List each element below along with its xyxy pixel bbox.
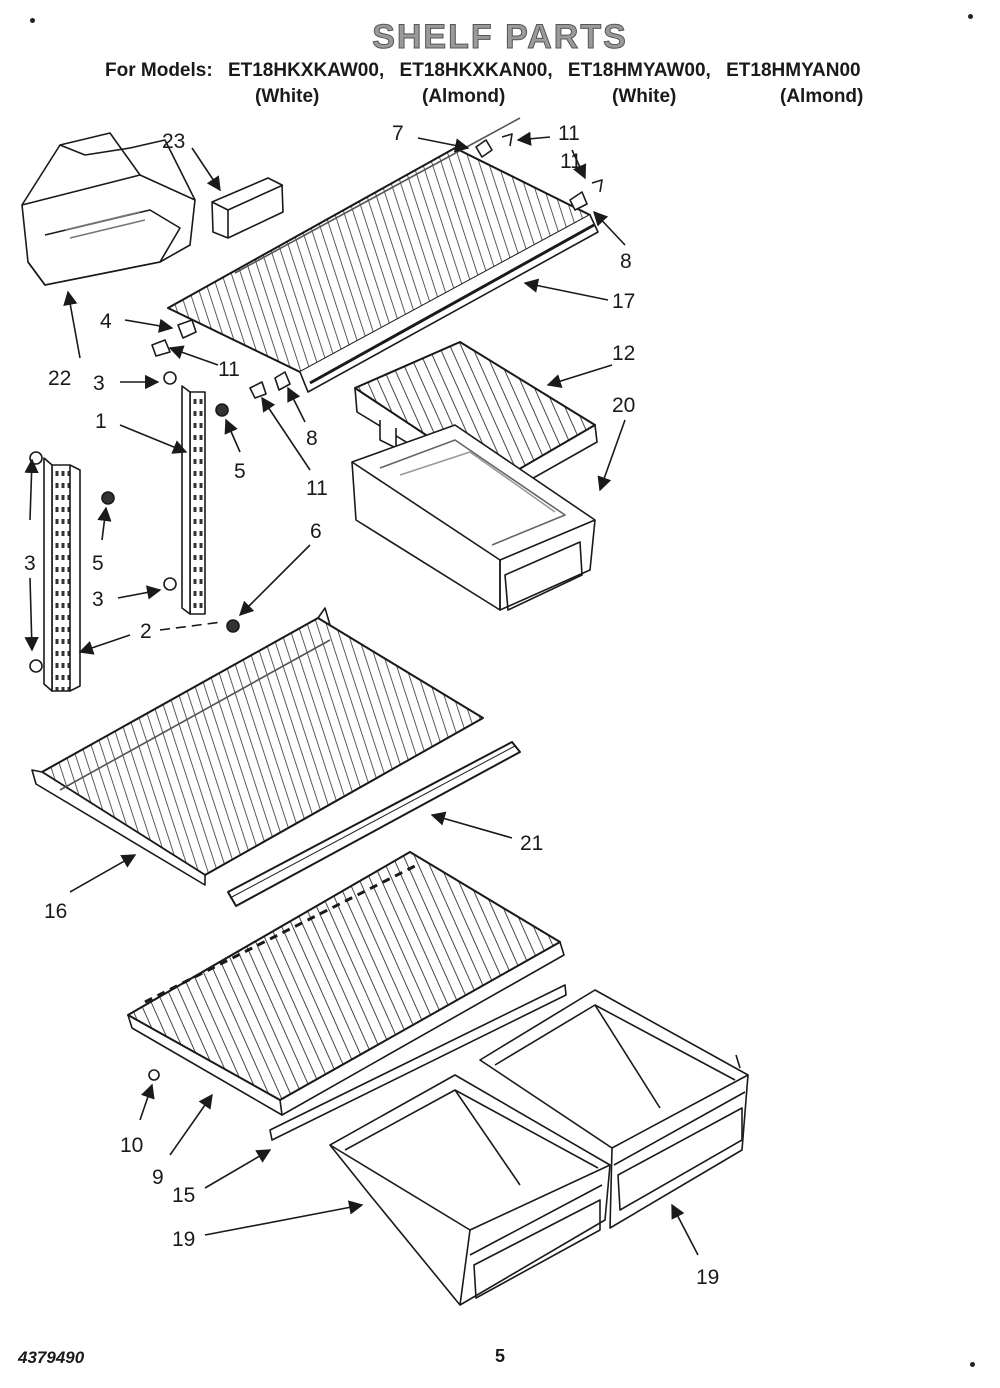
- callout-3: 3: [24, 552, 36, 575]
- page-number: 5: [495, 1346, 506, 1366]
- page-title: SHELF PARTS: [372, 18, 628, 57]
- callout-1: 1: [95, 410, 107, 433]
- callout-2: 2: [140, 620, 152, 643]
- callout-21: 21: [520, 832, 543, 855]
- models-label: For Models:: [105, 60, 213, 81]
- part-23-trim-piece: [211, 177, 284, 239]
- callout-11: 11: [560, 150, 582, 173]
- corner-mark: [968, 14, 973, 19]
- part-21-shelf-trim: [227, 741, 521, 907]
- part-19-crisper-drawer-left: [329, 1074, 611, 1306]
- callout-11: 11: [306, 477, 328, 500]
- model-number: ET18HKXKAN00,: [399, 60, 553, 81]
- callout-3: 3: [93, 372, 105, 395]
- callout-11: 11: [558, 122, 580, 145]
- callout-22: 22: [48, 367, 71, 390]
- part-20-meat-drawer: [351, 424, 596, 611]
- callout-6: 6: [310, 520, 322, 543]
- callout-16: 16: [44, 900, 67, 923]
- model-number: ET18HMYAW00,: [567, 60, 711, 81]
- model-number: ET18HMYAN00: [726, 60, 861, 81]
- callout-23: 23: [162, 130, 185, 153]
- callout-7: 7: [392, 122, 404, 145]
- part-16-wire-shelf: [31, 607, 484, 886]
- document-number: 4379490: [18, 1348, 85, 1367]
- part-2-shelf-ladder: [29, 451, 115, 692]
- part-22-storage-bin: [21, 132, 196, 286]
- part-17-upper-wire-shelf: [167, 117, 599, 393]
- callout-8: 8: [306, 427, 318, 450]
- part-9-crisper-cover: [127, 851, 567, 1141]
- model-finish: (Almond): [780, 86, 864, 107]
- shelf-clips: [151, 133, 603, 399]
- callout-12: 12: [612, 342, 635, 365]
- models-line: For Models: ET18HKXKAW00, ET18HKXKAN00, …: [105, 60, 871, 82]
- corner-mark: [970, 1362, 975, 1367]
- callout-numbers: 23 7 11 11 8 17 4 11 22 3 12 1 8 20 5 11…: [24, 122, 719, 1289]
- model-number: ET18HKXKAW00,: [227, 60, 385, 81]
- callout-4: 4: [100, 310, 112, 333]
- corner-mark: [30, 18, 35, 23]
- callout-leaders: [24, 131, 699, 1256]
- callout-17: 17: [612, 290, 635, 313]
- callout-15: 15: [172, 1184, 195, 1207]
- part-1-shelf-ladder: [163, 371, 240, 633]
- callout-8: 8: [620, 250, 632, 273]
- model-finish: (White): [612, 86, 677, 107]
- callout-10: 10: [120, 1134, 143, 1157]
- callout-5: 5: [234, 460, 246, 483]
- part-19-crisper-drawer-right: [479, 989, 749, 1229]
- callout-9: 9: [152, 1166, 164, 1189]
- model-finish: (Almond): [422, 86, 506, 107]
- callout-5: 5: [92, 552, 104, 575]
- callout-19: 19: [172, 1228, 195, 1251]
- callout-3: 3: [92, 588, 104, 611]
- callout-11: 11: [218, 358, 240, 381]
- callout-19: 19: [696, 1266, 719, 1289]
- model-finish: (White): [255, 86, 320, 107]
- callout-20: 20: [612, 394, 635, 417]
